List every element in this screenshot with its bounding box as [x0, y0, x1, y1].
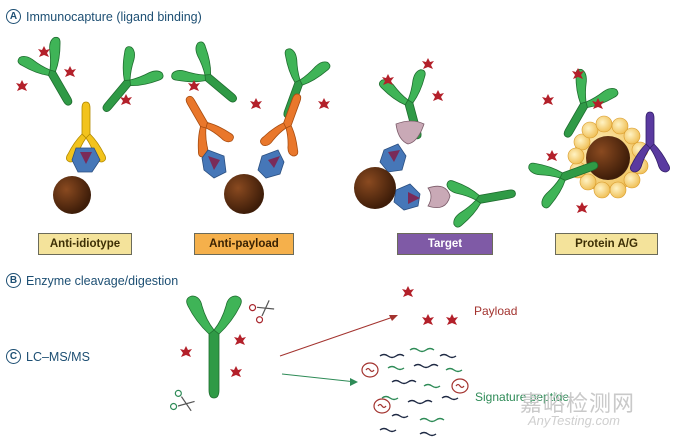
- label-anti-payload: Anti-payload: [194, 233, 294, 255]
- bead-icon: [224, 174, 264, 214]
- payload-drug-icon: [446, 314, 458, 325]
- green-adc-antibody: [169, 39, 252, 120]
- released-payloads: [402, 286, 458, 325]
- green-adc-antibody: [16, 35, 91, 117]
- watermark-subtext: AnyTesting.com: [528, 413, 621, 428]
- signature-peptide-label: Signature peptide: [475, 390, 570, 404]
- watermark-text: 嘉峪检测网: [520, 391, 636, 416]
- payload-drug-icon: [230, 366, 242, 377]
- payload-drug-icon: [422, 314, 434, 325]
- green-adc-antibody: [445, 169, 520, 229]
- purple-arrowhead-icon: [80, 152, 92, 164]
- scissors-icon: [169, 389, 195, 412]
- blue-linker-icon: [393, 183, 421, 211]
- green-adc-antibody: [263, 47, 332, 127]
- green-adc-antibody: [85, 44, 166, 127]
- bead-icon: [53, 176, 91, 214]
- arrow-to-payload: [279, 315, 397, 357]
- section-a-title: Immunocapture (ligand binding): [26, 9, 202, 24]
- label-protein-ag: Protein A/G: [555, 233, 658, 255]
- digestion-antibody: [186, 295, 242, 399]
- payload-drug-icon: [318, 98, 330, 109]
- arrows: [279, 315, 398, 386]
- arrow-to-peptide: [281, 373, 357, 383]
- purple-arrowhead-icon: [268, 156, 280, 168]
- payload-drug-icon: [546, 150, 558, 161]
- target-antigen-icon: [427, 185, 451, 209]
- payload-drug-icon: [16, 80, 28, 91]
- bead-icon: [586, 136, 630, 180]
- section-b-title: Enzyme cleavage/digestion: [26, 273, 179, 288]
- anti-payload-antibody: [258, 86, 318, 158]
- purple-arrowhead-icon: [408, 192, 420, 204]
- panel-protein-ag: [527, 67, 671, 213]
- signature-peptide-markers: [361, 362, 469, 414]
- arrowhead-icon: [389, 315, 398, 321]
- bead-icon: [354, 167, 396, 209]
- target-antigen-icon: [395, 120, 425, 145]
- payload-drug-icon: [64, 66, 76, 77]
- label-target: Target: [397, 233, 493, 255]
- section-b-heading: B Enzyme cleavage/digestion: [6, 273, 178, 288]
- payload-drug-icon: [234, 334, 246, 345]
- payload-drug-icon: [576, 202, 588, 213]
- section-a-letter: A: [6, 9, 21, 24]
- payload-drug-icon: [542, 94, 554, 105]
- scissors-icon: [248, 300, 275, 324]
- panel-anti-payload: [169, 39, 332, 214]
- purple-arrowhead-icon: [208, 156, 220, 170]
- panel-digestion: [169, 295, 275, 412]
- panel-target: [354, 58, 520, 229]
- section-c-letter: C: [6, 349, 21, 364]
- payload-drug-icon: [402, 286, 414, 297]
- section-c-title: LC–MS/MS: [26, 349, 90, 364]
- peptide-mix: [379, 347, 463, 437]
- payload-drug-icon: [422, 58, 434, 69]
- label-anti-idiotype: Anti-idiotype: [38, 233, 132, 255]
- section-a-heading: A Immunocapture (ligand binding): [6, 9, 202, 24]
- arrowhead-icon: [350, 378, 358, 386]
- payload-label: Payload: [474, 304, 518, 318]
- payload-drug-icon: [180, 346, 192, 357]
- purple-arrowhead-icon: [388, 150, 400, 162]
- payload-drug-icon: [432, 90, 444, 101]
- payload-drug-icon: [250, 98, 262, 109]
- section-b-letter: B: [6, 273, 21, 288]
- payload-drug-icon: [38, 46, 50, 57]
- panel-anti-idiotype: [16, 35, 166, 214]
- section-c-heading: C LC–MS/MS: [6, 349, 90, 364]
